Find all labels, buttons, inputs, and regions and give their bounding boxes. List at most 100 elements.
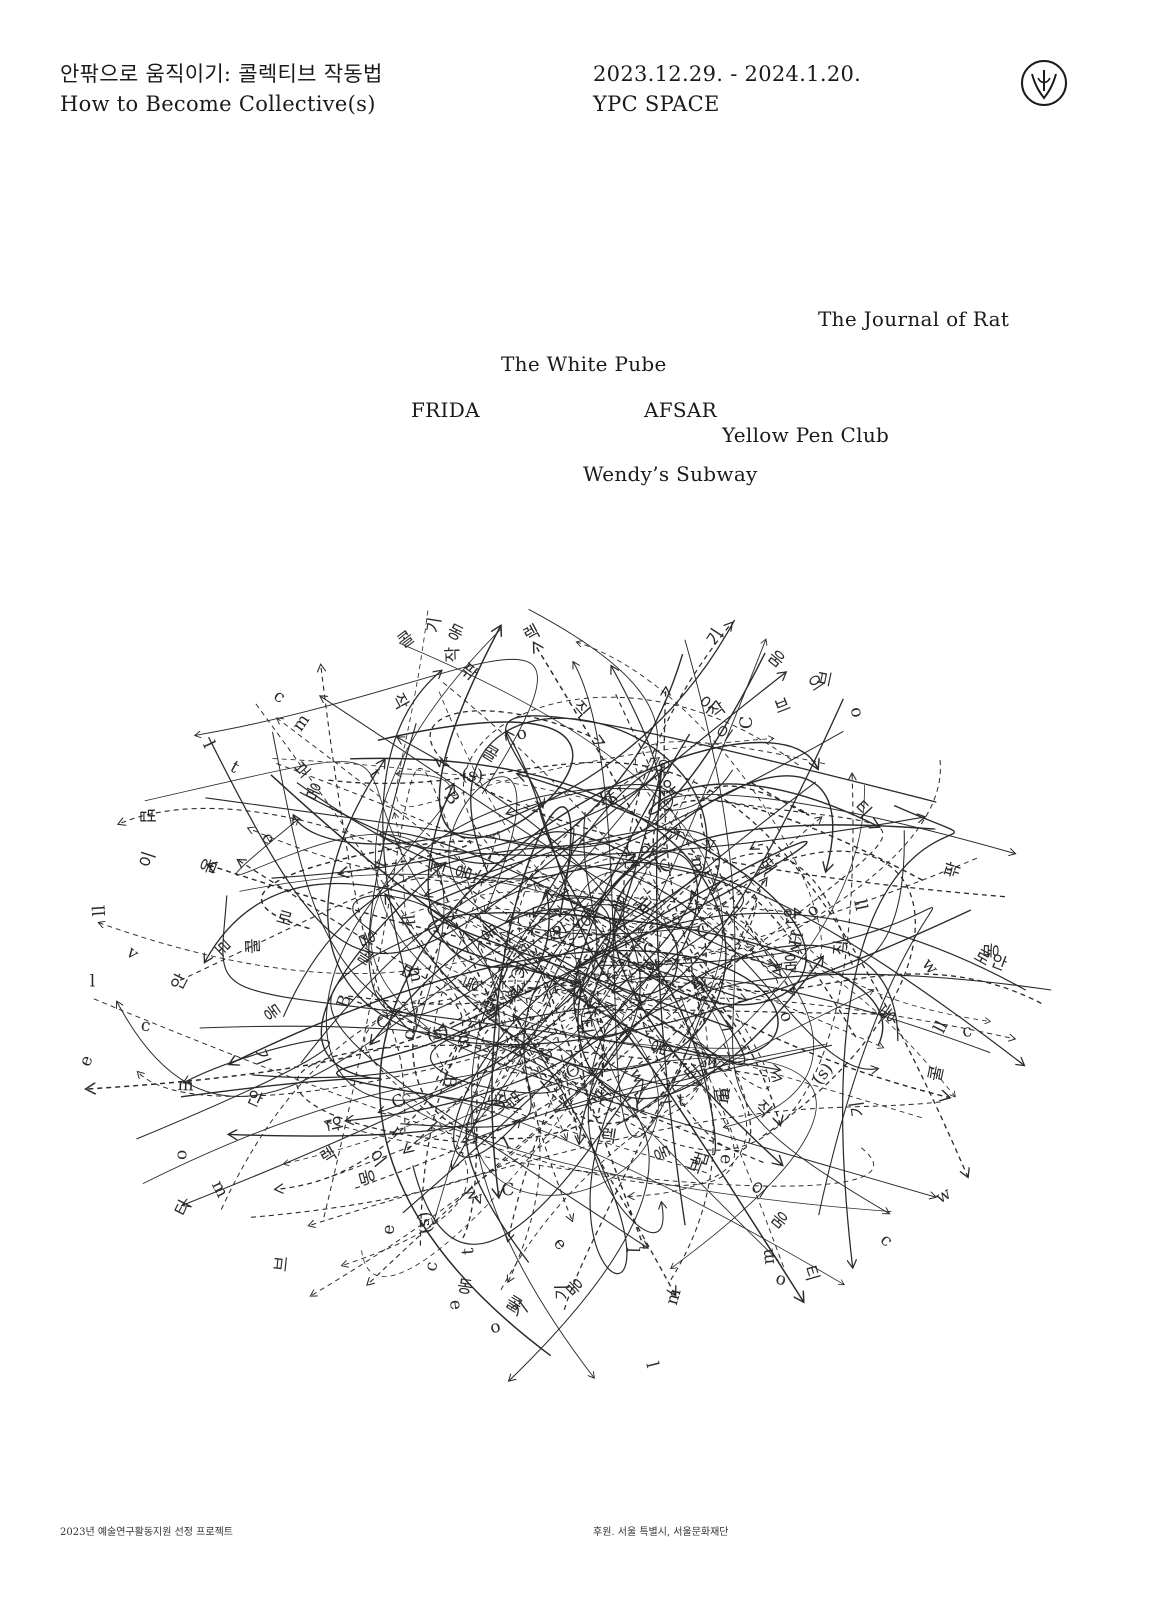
scribble-arrow-stroke <box>842 804 955 1267</box>
scribble-arrow-stroke <box>433 832 707 1174</box>
scribble-letter: 브 <box>772 694 794 718</box>
scribble-arrow-stroke <box>230 1099 530 1263</box>
scribble-arrow-stroke <box>239 873 731 1072</box>
scribble-arrow-stroke <box>435 934 780 1125</box>
scribble-arrow-stroke <box>514 1016 634 1275</box>
scribble-arrow-stroke <box>648 652 878 826</box>
scribble-letter: 콜 <box>394 627 419 652</box>
scribble-letter: 움 <box>354 1167 377 1187</box>
scribble-letter: ll <box>849 898 871 913</box>
scribble-letter: o <box>846 705 868 719</box>
participant-journal-of-rat: The Journal of Rat <box>818 307 1010 331</box>
footer-sponsor-credit: 후원. 서울 특별시, 서울문화재단 <box>593 1527 729 1538</box>
scribble-arrow-stroke <box>574 662 702 1138</box>
scribble-letter: C <box>696 921 710 942</box>
scribble-letter: 동 <box>460 974 484 996</box>
scribble-arrow-stroke <box>282 667 662 1018</box>
scribble-letter: 움 <box>197 855 221 877</box>
scribble-arrow-stroke <box>180 863 445 1098</box>
participant-afsar: AFSAR <box>644 398 718 422</box>
scribble-letter: o <box>775 1008 797 1025</box>
scribble-letter: H <box>597 787 617 811</box>
scribble-arrow-stroke <box>462 987 826 1143</box>
scribble-letter: m <box>662 1286 686 1307</box>
scribble-letter: (s) <box>425 1022 450 1045</box>
scribble-letter: t <box>458 1247 478 1255</box>
scribble-letter: m <box>757 1247 779 1265</box>
scribble-arrow-stroke <box>271 769 658 917</box>
scribble-letter: m <box>686 855 708 874</box>
scribble-letter: 안 <box>322 1114 345 1134</box>
scribble-letter: m <box>454 1032 476 1051</box>
scribble-letter: 티 <box>574 1017 596 1035</box>
scribble-letter: l <box>581 1008 602 1016</box>
scribble-arrow-stroke <box>481 910 604 1118</box>
scribble-arrow-stroke <box>412 854 707 1140</box>
scribble-arrow-stroke <box>346 851 699 1121</box>
scribble-letter: C <box>506 966 527 980</box>
scribble-letter: l <box>641 1360 662 1370</box>
scribble-letter: 렉 <box>599 1126 618 1148</box>
scribble-letter: 동 <box>444 621 467 646</box>
scribble-arrow-stroke <box>402 1092 892 1284</box>
scribble-arrow-stroke <box>554 741 826 924</box>
scribble-arrow-stroke <box>471 608 659 1377</box>
scribble-arrow-stroke <box>321 696 905 975</box>
scribble-letter: 법 <box>690 1149 714 1170</box>
scribble-letter: c <box>140 1015 152 1036</box>
scribble-arrow-stroke <box>483 779 695 1112</box>
scribble-letter: 팎 <box>456 660 481 686</box>
scribble-arrow-stroke <box>577 850 916 1137</box>
scribble-letter: c <box>270 686 289 708</box>
scribble-letter: m <box>404 965 426 984</box>
scribble-arrow-stroke <box>587 973 1052 1234</box>
scribble-arrow-stroke <box>518 774 807 1006</box>
scribble-letter: o <box>173 1150 193 1160</box>
scribble-letter: (s) <box>808 1059 837 1089</box>
scribble-arrow-stroke <box>331 758 659 1177</box>
scribble-letter: v <box>122 942 143 964</box>
scribble-letter: c <box>876 1230 897 1251</box>
scribble-arrow-stroke <box>616 785 873 1126</box>
scribble-letter: 렉 <box>520 621 543 646</box>
exhibition-dates: 2023.12.29. - 2024.1.20. <box>593 62 862 86</box>
scribble-arrow-stroke <box>136 1039 330 1140</box>
scribble-letter: t <box>678 1091 686 1111</box>
scribble-arrow-stroke <box>142 640 766 1184</box>
venue-name: YPC SPACE <box>593 92 720 116</box>
scribble-letter: w <box>932 1183 955 1208</box>
scribble-arrow-stroke <box>199 1025 650 1380</box>
scribble-letter: 으 <box>653 756 674 780</box>
scribble-arrow-stroke <box>448 776 700 935</box>
scribble-letter: c <box>961 1021 974 1042</box>
scribble-letter: t <box>365 765 385 782</box>
scribble-arrow-stroke <box>342 985 560 1265</box>
scribble-letter: 으 <box>713 721 738 745</box>
scribble-letter: e <box>378 1224 399 1236</box>
scribble-arrow-stroke <box>470 717 708 991</box>
scribble-arrow-stroke <box>375 671 441 1033</box>
scribble-letter: 움 <box>980 942 1001 958</box>
scribble-arrow-stroke <box>296 1044 781 1144</box>
scribble-letter: 브 <box>684 1155 708 1177</box>
scribble-letter: 브 <box>291 758 316 783</box>
scribble-letter: t <box>655 1098 676 1108</box>
scribble-arrow-stroke <box>427 911 884 1046</box>
scribble-arrow-stroke <box>346 989 764 1164</box>
scribble-letter: 직 <box>541 925 563 944</box>
scribble-arrow-stroke <box>119 808 605 1218</box>
scribble-arrow-stroke <box>350 757 727 1071</box>
participant-frida: FRIDA <box>411 398 480 422</box>
scribble-arrow-stroke <box>117 904 651 1097</box>
scribble-letter: 직 <box>831 939 852 956</box>
scribble-arrow-stroke <box>255 703 1015 1067</box>
scribble-letter: l <box>622 1247 642 1253</box>
scribble-arrow-stroke <box>427 785 700 968</box>
scribble-letter: l <box>198 738 218 751</box>
scribble-letter: l <box>500 1134 514 1154</box>
scribble-arrow-stroke <box>208 673 786 955</box>
scribble-letter: 안 <box>635 842 657 866</box>
scribble-letter: ll <box>397 914 418 927</box>
scribble-letter: c <box>399 1030 420 1041</box>
